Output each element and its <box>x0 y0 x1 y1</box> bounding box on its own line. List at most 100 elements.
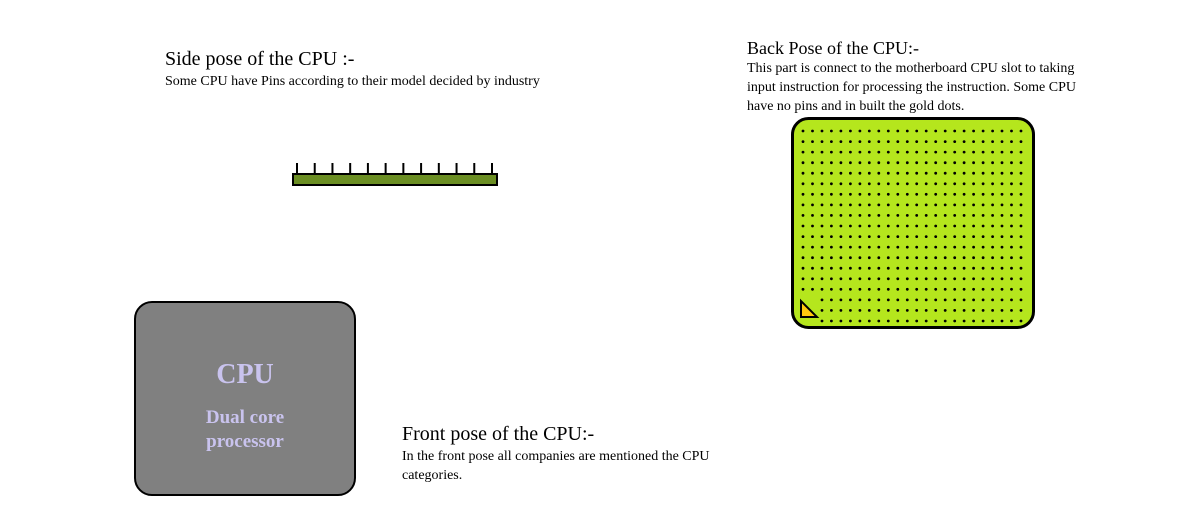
back-pose-heading: Back Pose of the CPU:- <box>747 38 919 58</box>
gold-dot <box>849 203 852 207</box>
gold-dot <box>981 214 985 217</box>
gold-dot <box>972 182 975 186</box>
gold-dot <box>858 171 862 175</box>
gold-dot <box>877 171 881 175</box>
gold-dot <box>1010 277 1013 281</box>
gold-dot <box>905 287 909 291</box>
gold-dot <box>839 203 843 207</box>
gold-dot <box>962 298 966 302</box>
gold-dot <box>839 224 843 228</box>
gold-dot <box>820 309 824 312</box>
gold-dot <box>820 287 824 291</box>
gold-dot <box>801 277 805 281</box>
gold-dot <box>830 129 833 133</box>
gold-dot <box>1010 224 1013 228</box>
gold-dot <box>934 235 938 238</box>
gold-dot <box>886 266 890 270</box>
gold-dot <box>981 266 985 270</box>
gold-dot <box>1010 256 1013 260</box>
gold-dot <box>981 298 985 302</box>
gold-dot <box>801 266 805 270</box>
gold-dot <box>972 161 975 165</box>
gold-dot <box>849 309 852 312</box>
gold-dot <box>896 182 900 186</box>
gold-dot <box>867 319 871 323</box>
gold-dot <box>905 266 909 270</box>
gold-dot <box>830 214 833 217</box>
gold-dot <box>811 256 814 260</box>
gold-dot <box>867 140 871 143</box>
gold-dot <box>962 214 966 217</box>
gold-dot <box>1019 235 1023 238</box>
gold-dot <box>877 287 881 291</box>
gold-dot <box>896 298 900 302</box>
gold-dot <box>849 192 852 196</box>
gold-dot <box>924 256 928 260</box>
gold-dot <box>953 182 957 186</box>
gold-dot <box>962 319 966 323</box>
gold-dot <box>830 150 833 154</box>
gold-dot <box>1019 182 1023 186</box>
cpu-orientation-marker-icon <box>800 298 820 318</box>
gold-dot <box>867 256 871 260</box>
gold-dot <box>991 182 994 186</box>
gold-dot <box>991 224 994 228</box>
gold-dot <box>867 266 871 270</box>
gold-dot <box>953 287 957 291</box>
gold-dot <box>820 245 824 249</box>
gold-dot <box>886 235 890 238</box>
gold-dot <box>943 140 947 143</box>
gold-dot <box>1000 203 1004 207</box>
gold-dot <box>924 161 928 165</box>
gold-dot <box>811 182 814 186</box>
gold-dot <box>820 182 824 186</box>
gold-dot <box>811 192 814 196</box>
gold-dot <box>849 319 852 323</box>
gold-dot <box>972 245 975 249</box>
gold-dot <box>886 298 890 302</box>
gold-dot <box>934 298 938 302</box>
gold-dot <box>943 266 947 270</box>
gold-dot <box>943 309 947 312</box>
gold-dot <box>896 309 900 312</box>
gold-dot <box>991 150 994 154</box>
gold-dot <box>962 171 966 175</box>
gold-dot <box>905 129 909 133</box>
gold-dot <box>981 171 985 175</box>
gold-dot <box>934 224 938 228</box>
cpu-chip-subtitle-line1: Dual core <box>205 407 285 428</box>
gold-dot <box>934 140 938 143</box>
gold-dot <box>839 245 843 249</box>
gold-dot <box>830 266 833 270</box>
side-pose-heading: Side pose of the CPU :- <box>165 48 355 70</box>
gold-dot <box>886 203 890 207</box>
gold-dot <box>953 298 957 302</box>
gold-dot <box>849 161 852 165</box>
gold-dot <box>1000 235 1004 238</box>
gold-dot <box>1000 171 1004 175</box>
gold-dot <box>839 256 843 260</box>
gold-dot <box>877 319 881 323</box>
gold-dot <box>1010 182 1013 186</box>
gold-dot <box>839 161 843 165</box>
gold-dot <box>1019 129 1023 133</box>
gold-dot <box>886 140 890 143</box>
gold-dot <box>896 224 900 228</box>
gold-dot <box>820 224 824 228</box>
gold-dot <box>839 277 843 281</box>
cpu-side-body <box>292 173 498 186</box>
front-pose-heading: Front pose of the CPU:- <box>402 423 595 445</box>
gold-dot <box>877 182 881 186</box>
gold-dot <box>953 150 957 154</box>
gold-dot <box>915 214 919 217</box>
gold-dot <box>830 309 833 312</box>
gold-dot <box>905 277 909 281</box>
gold-dot <box>839 287 843 291</box>
gold-dot <box>934 129 938 133</box>
gold-dot <box>867 203 871 207</box>
gold-dot <box>801 150 805 154</box>
gold-dot <box>924 287 928 291</box>
gold-dot <box>811 140 814 143</box>
gold-dot <box>905 171 909 175</box>
gold-dot <box>858 150 862 154</box>
